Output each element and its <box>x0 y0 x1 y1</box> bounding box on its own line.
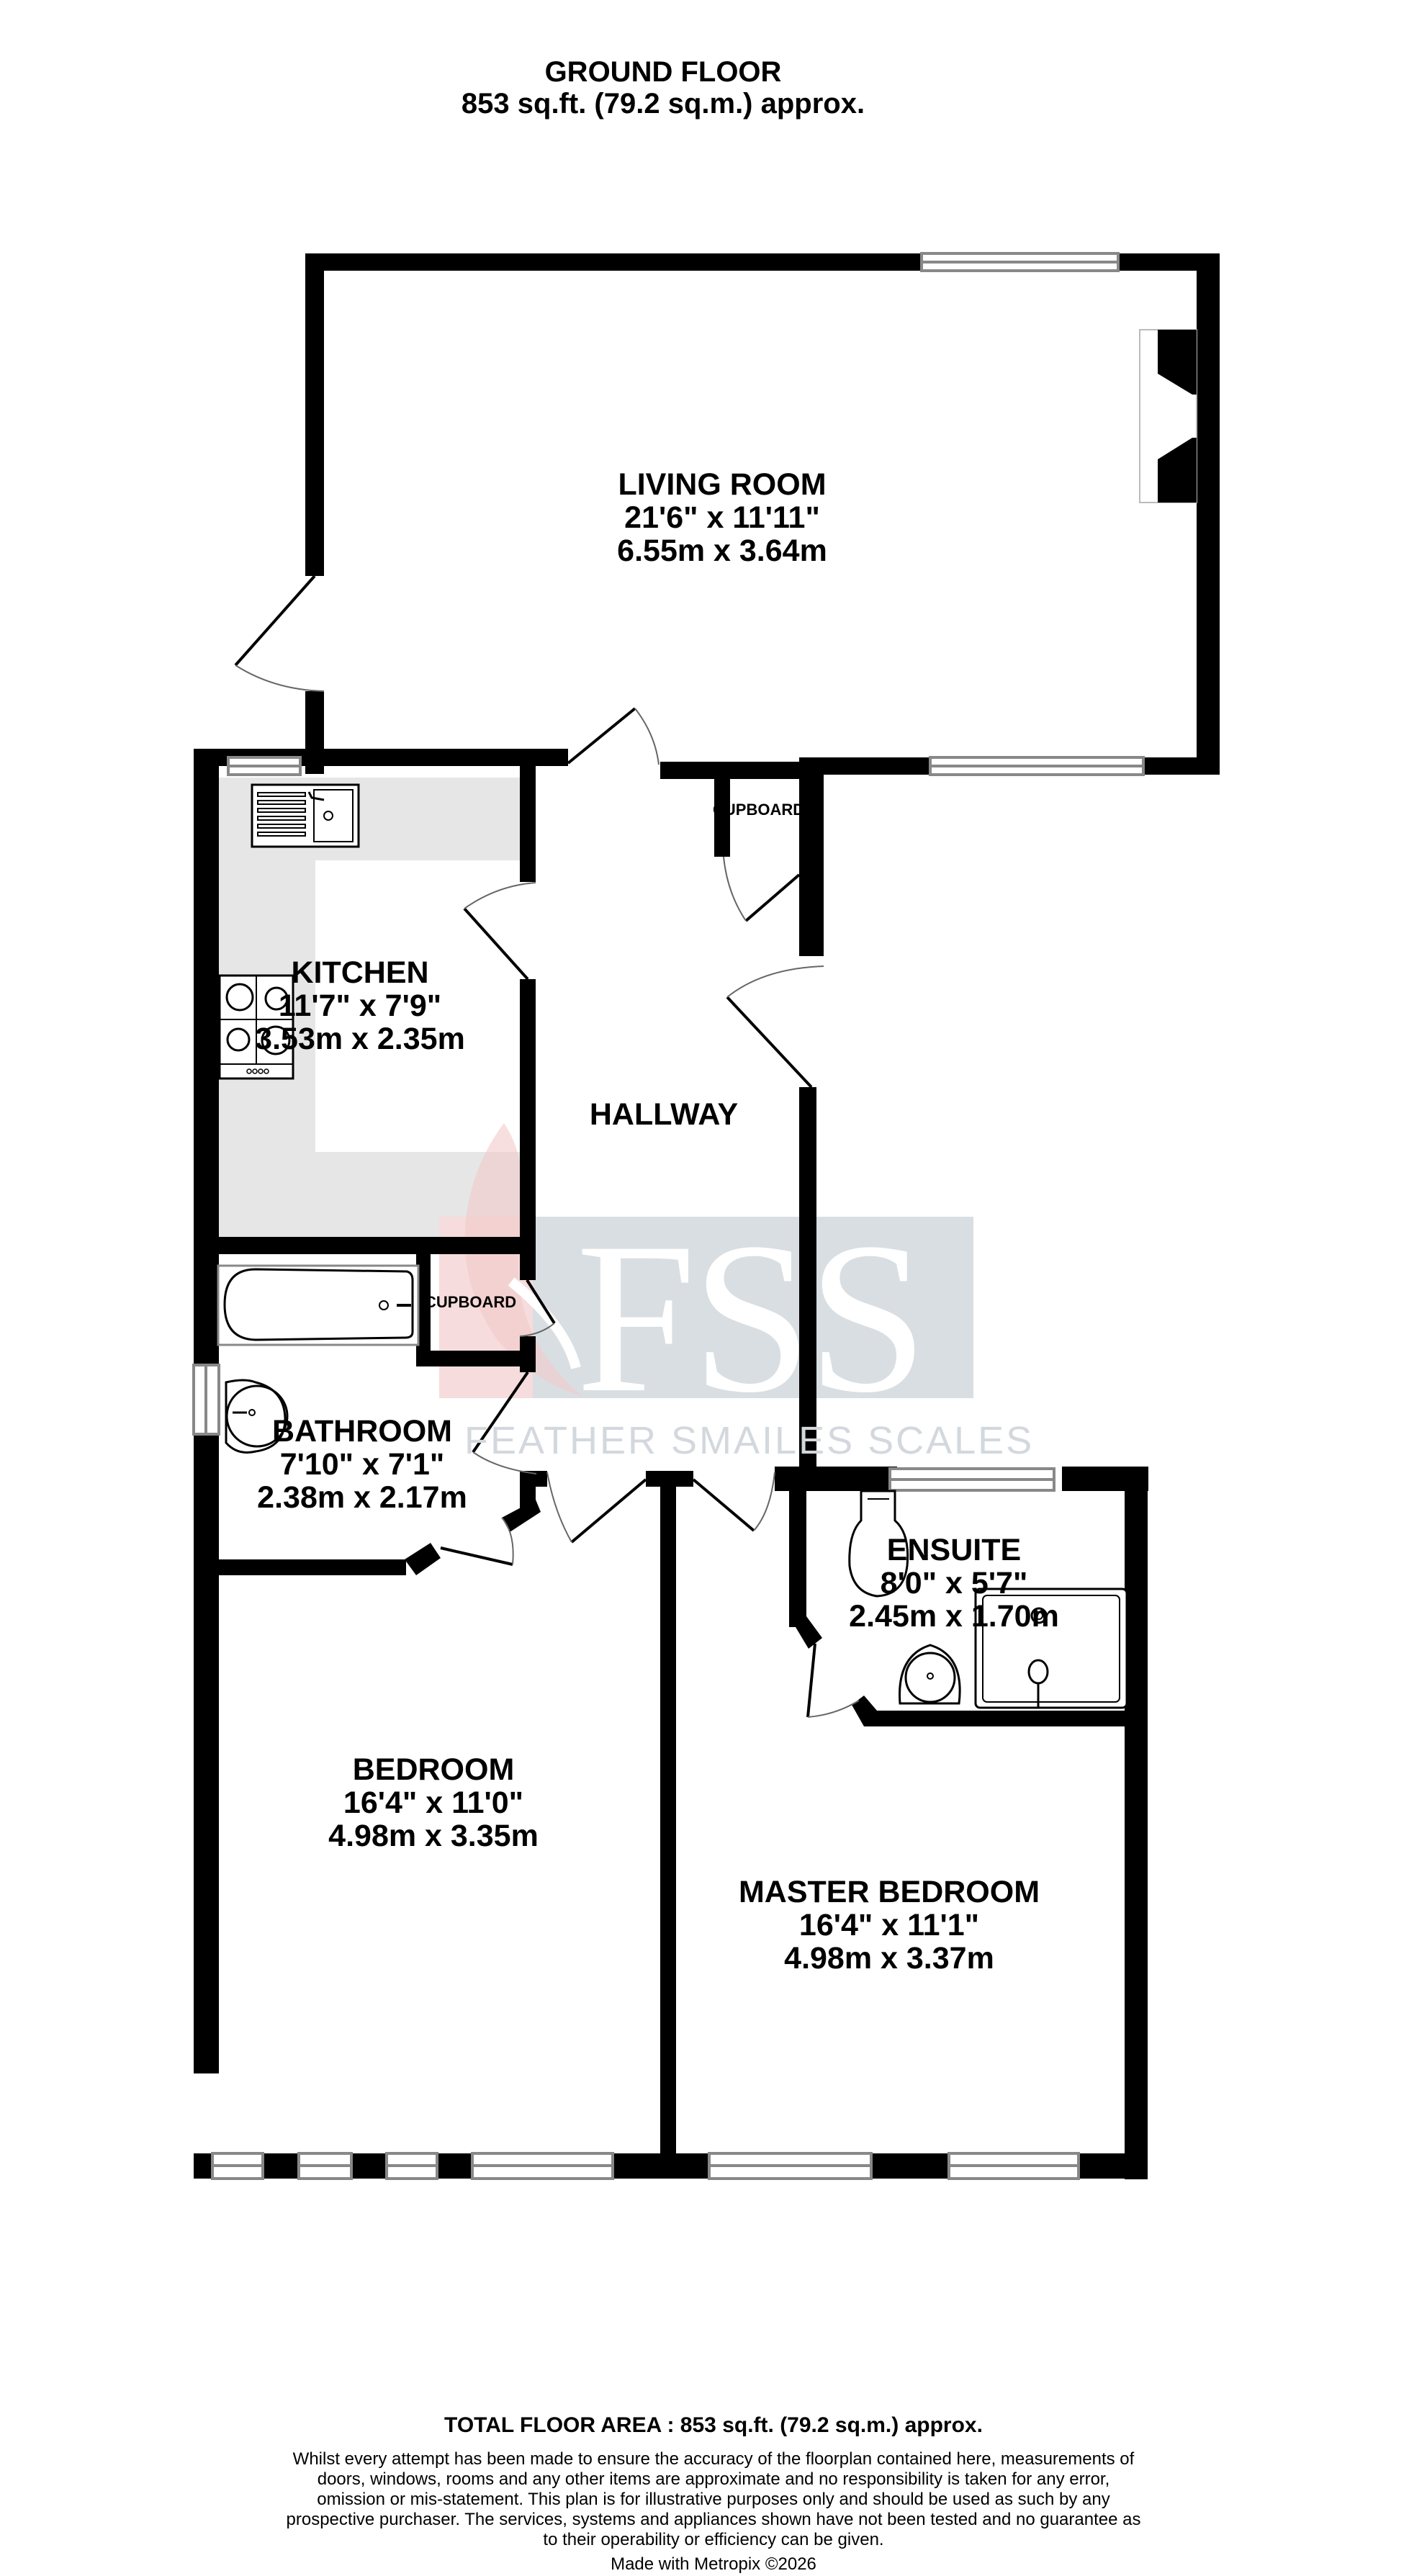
hall-cupboard-door[interactable] <box>723 856 801 922</box>
watermark-logo-text: FSS <box>576 1198 928 1437</box>
kitchen-worktop <box>219 778 520 1238</box>
room-name: ENSUITE <box>886 1533 1022 1567</box>
disclaimer: Whilst every attempt has been made to en… <box>286 2449 1141 2549</box>
room-imperial: 7'10" x 7'1" <box>279 1447 445 1482</box>
total-floor-area: TOTAL FLOOR AREA : 853 sq.ft. (79.2 sq.m… <box>444 2413 983 2437</box>
bathroom-cupboard-label: CUPBOARD <box>425 1293 517 1311</box>
bedroom-door[interactable] <box>546 1472 647 1544</box>
basin-icon <box>225 1379 289 1454</box>
bathroom-to-bedroom-door[interactable] <box>440 1517 514 1566</box>
room-imperial: 11'7" x 7'9" <box>278 988 442 1023</box>
room-metric: 2.45m x 1.70m <box>849 1599 1059 1634</box>
room-metric: 2.38m x 2.17m <box>257 1480 467 1515</box>
room-imperial: 21'6" x 11'11" <box>624 500 820 535</box>
living-room-door[interactable] <box>567 707 660 765</box>
ensuite-door[interactable] <box>806 1643 860 1718</box>
room-kitchen: KITCHEN 11'7" x 7'9" 3.53m x 2.35m <box>255 956 465 1055</box>
room-metric: 3.53m x 2.35m <box>255 1022 465 1056</box>
room-metric: 4.98m x 3.37m <box>784 1941 994 1976</box>
room-imperial: 16'4" x 11'0" <box>343 1785 524 1820</box>
room-bedroom: BEDROOM 16'4" x 11'0" 4.98m x 3.35m <box>328 1753 539 1852</box>
room-living-room: LIVING ROOM 21'6" x 11'11" 6.55m x 3.64m <box>617 468 827 567</box>
hob-icon <box>218 974 294 1080</box>
front-door[interactable] <box>234 575 325 692</box>
credit: Made with Metropix ©2026 <box>611 2554 816 2574</box>
shower-tray-icon <box>974 1588 1128 1709</box>
floor-area: 853 sq.ft. (79.2 sq.m.) approx. <box>461 88 865 120</box>
toilet-icon <box>848 1490 909 1598</box>
room-metric: 6.55m x 3.64m <box>617 533 827 568</box>
bathroom-cupboard-door[interactable] <box>519 1279 556 1337</box>
room-imperial: 8'0" x 5'7" <box>880 1566 1028 1600</box>
hallway-side-door[interactable] <box>726 965 824 1089</box>
room-master-bedroom: MASTER BEDROOM 16'4" x 11'1" 4.98m x 3.3… <box>739 1875 1040 1975</box>
room-name: BATHROOM <box>271 1414 453 1449</box>
room-imperial: 16'4" x 11'1" <box>798 1908 980 1942</box>
watermark-tagline: FEATHER SMAILES SCALES <box>464 1419 1035 1462</box>
room-name: LIVING ROOM <box>618 467 827 502</box>
room-name: MASTER BEDROOM <box>738 1875 1040 1909</box>
room-hallway: HALLWAY <box>590 1098 738 1131</box>
floor-name: GROUND FLOOR <box>544 56 782 88</box>
master-bedroom-door[interactable] <box>692 1472 775 1532</box>
ensuite-basin-icon <box>899 1644 961 1705</box>
kitchen-door[interactable] <box>463 882 536 981</box>
room-ensuite: ENSUITE 8'0" x 5'7" 2.45m x 1.70m <box>849 1534 1059 1633</box>
bath-icon <box>217 1264 420 1346</box>
room-name: BEDROOM <box>352 1752 515 1787</box>
room-name: KITCHEN <box>291 955 429 990</box>
fireplace-icon <box>1139 329 1197 503</box>
room-bathroom: BATHROOM 7'10" x 7'1" 2.38m x 2.17m <box>257 1415 467 1514</box>
windows <box>192 252 1145 2180</box>
bathroom-door[interactable] <box>472 1371 537 1474</box>
room-metric: 4.98m x 3.35m <box>328 1819 539 1853</box>
room-name: HALLWAY <box>589 1097 739 1132</box>
watermark-logo <box>439 1123 973 1398</box>
sink-icon <box>251 783 360 848</box>
doors <box>234 575 860 1718</box>
hall-cupboard-label: CUPBOARD <box>713 801 805 819</box>
